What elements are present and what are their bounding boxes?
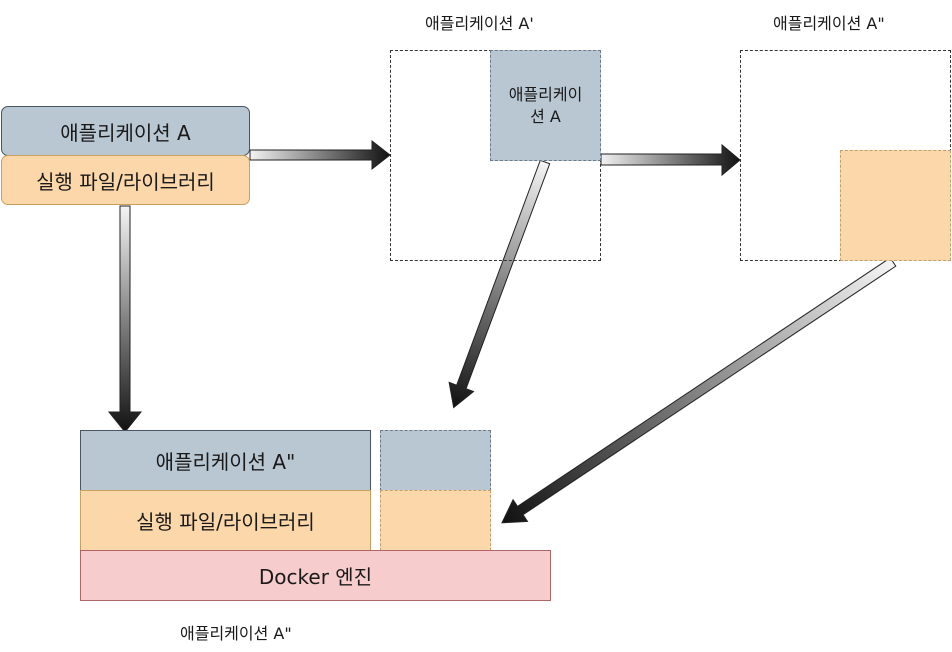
stage1-caption: 애플리케이션 A'	[425, 14, 534, 33]
result-caption: 애플리케이션 A"	[180, 624, 292, 643]
stage2-lib-layer	[840, 150, 951, 261]
arrow-stage1-to-result-layer	[448, 159, 551, 409]
stage1-app-layer: 애플리케이 션 A	[490, 50, 601, 161]
stage1-inner-line2: 션 A	[530, 106, 561, 126]
source-app-layer: 애플리케이션 A	[1, 106, 250, 156]
result-lib-layer: 실행 파일/라이브러리	[80, 490, 371, 551]
stage1-inner-line1: 애플리케이	[508, 84, 583, 104]
result-app-diff-layer	[380, 430, 491, 491]
arrow-to-stage2	[600, 143, 741, 177]
source-lib-layer: 실행 파일/라이브러리	[1, 155, 250, 205]
result-lib-diff-layer	[380, 490, 491, 551]
arrow-down-to-result	[107, 205, 143, 433]
arrow-to-stage1	[249, 139, 391, 171]
result-app-layer: 애플리케이션 A"	[80, 430, 371, 491]
arrow-stage2-to-result-layer	[501, 257, 897, 524]
stage2-caption: 애플리케이션 A"	[773, 14, 885, 33]
docker-engine-layer: Docker 엔진	[80, 550, 551, 601]
